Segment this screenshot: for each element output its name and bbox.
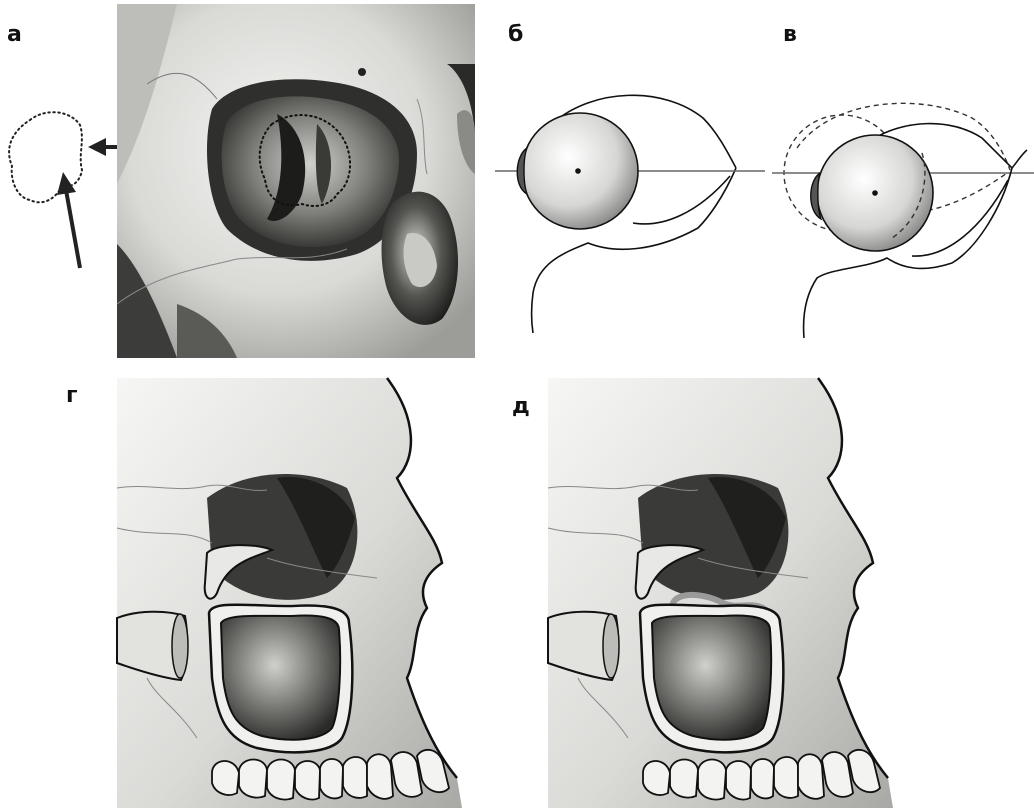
- skull-orbit-illustration: [117, 4, 475, 358]
- panel-label-d: д: [512, 396, 530, 418]
- panel-label-g: г: [66, 385, 78, 407]
- panel-label-a: а: [7, 24, 22, 46]
- panel-label-b: б: [508, 24, 523, 46]
- panel-label-v: в: [783, 24, 797, 46]
- arrow-up-icon: [57, 172, 80, 268]
- eye-center-dot: [872, 190, 878, 196]
- orbit-cavity: [222, 96, 399, 247]
- skull-lateral-view-g: [117, 378, 462, 808]
- eye-position-diagram-b: [493, 88, 768, 333]
- skull-lateral-view-d: [548, 378, 893, 808]
- eye-center-dot: [575, 168, 581, 174]
- eye-position-diagram-v: [772, 98, 1034, 338]
